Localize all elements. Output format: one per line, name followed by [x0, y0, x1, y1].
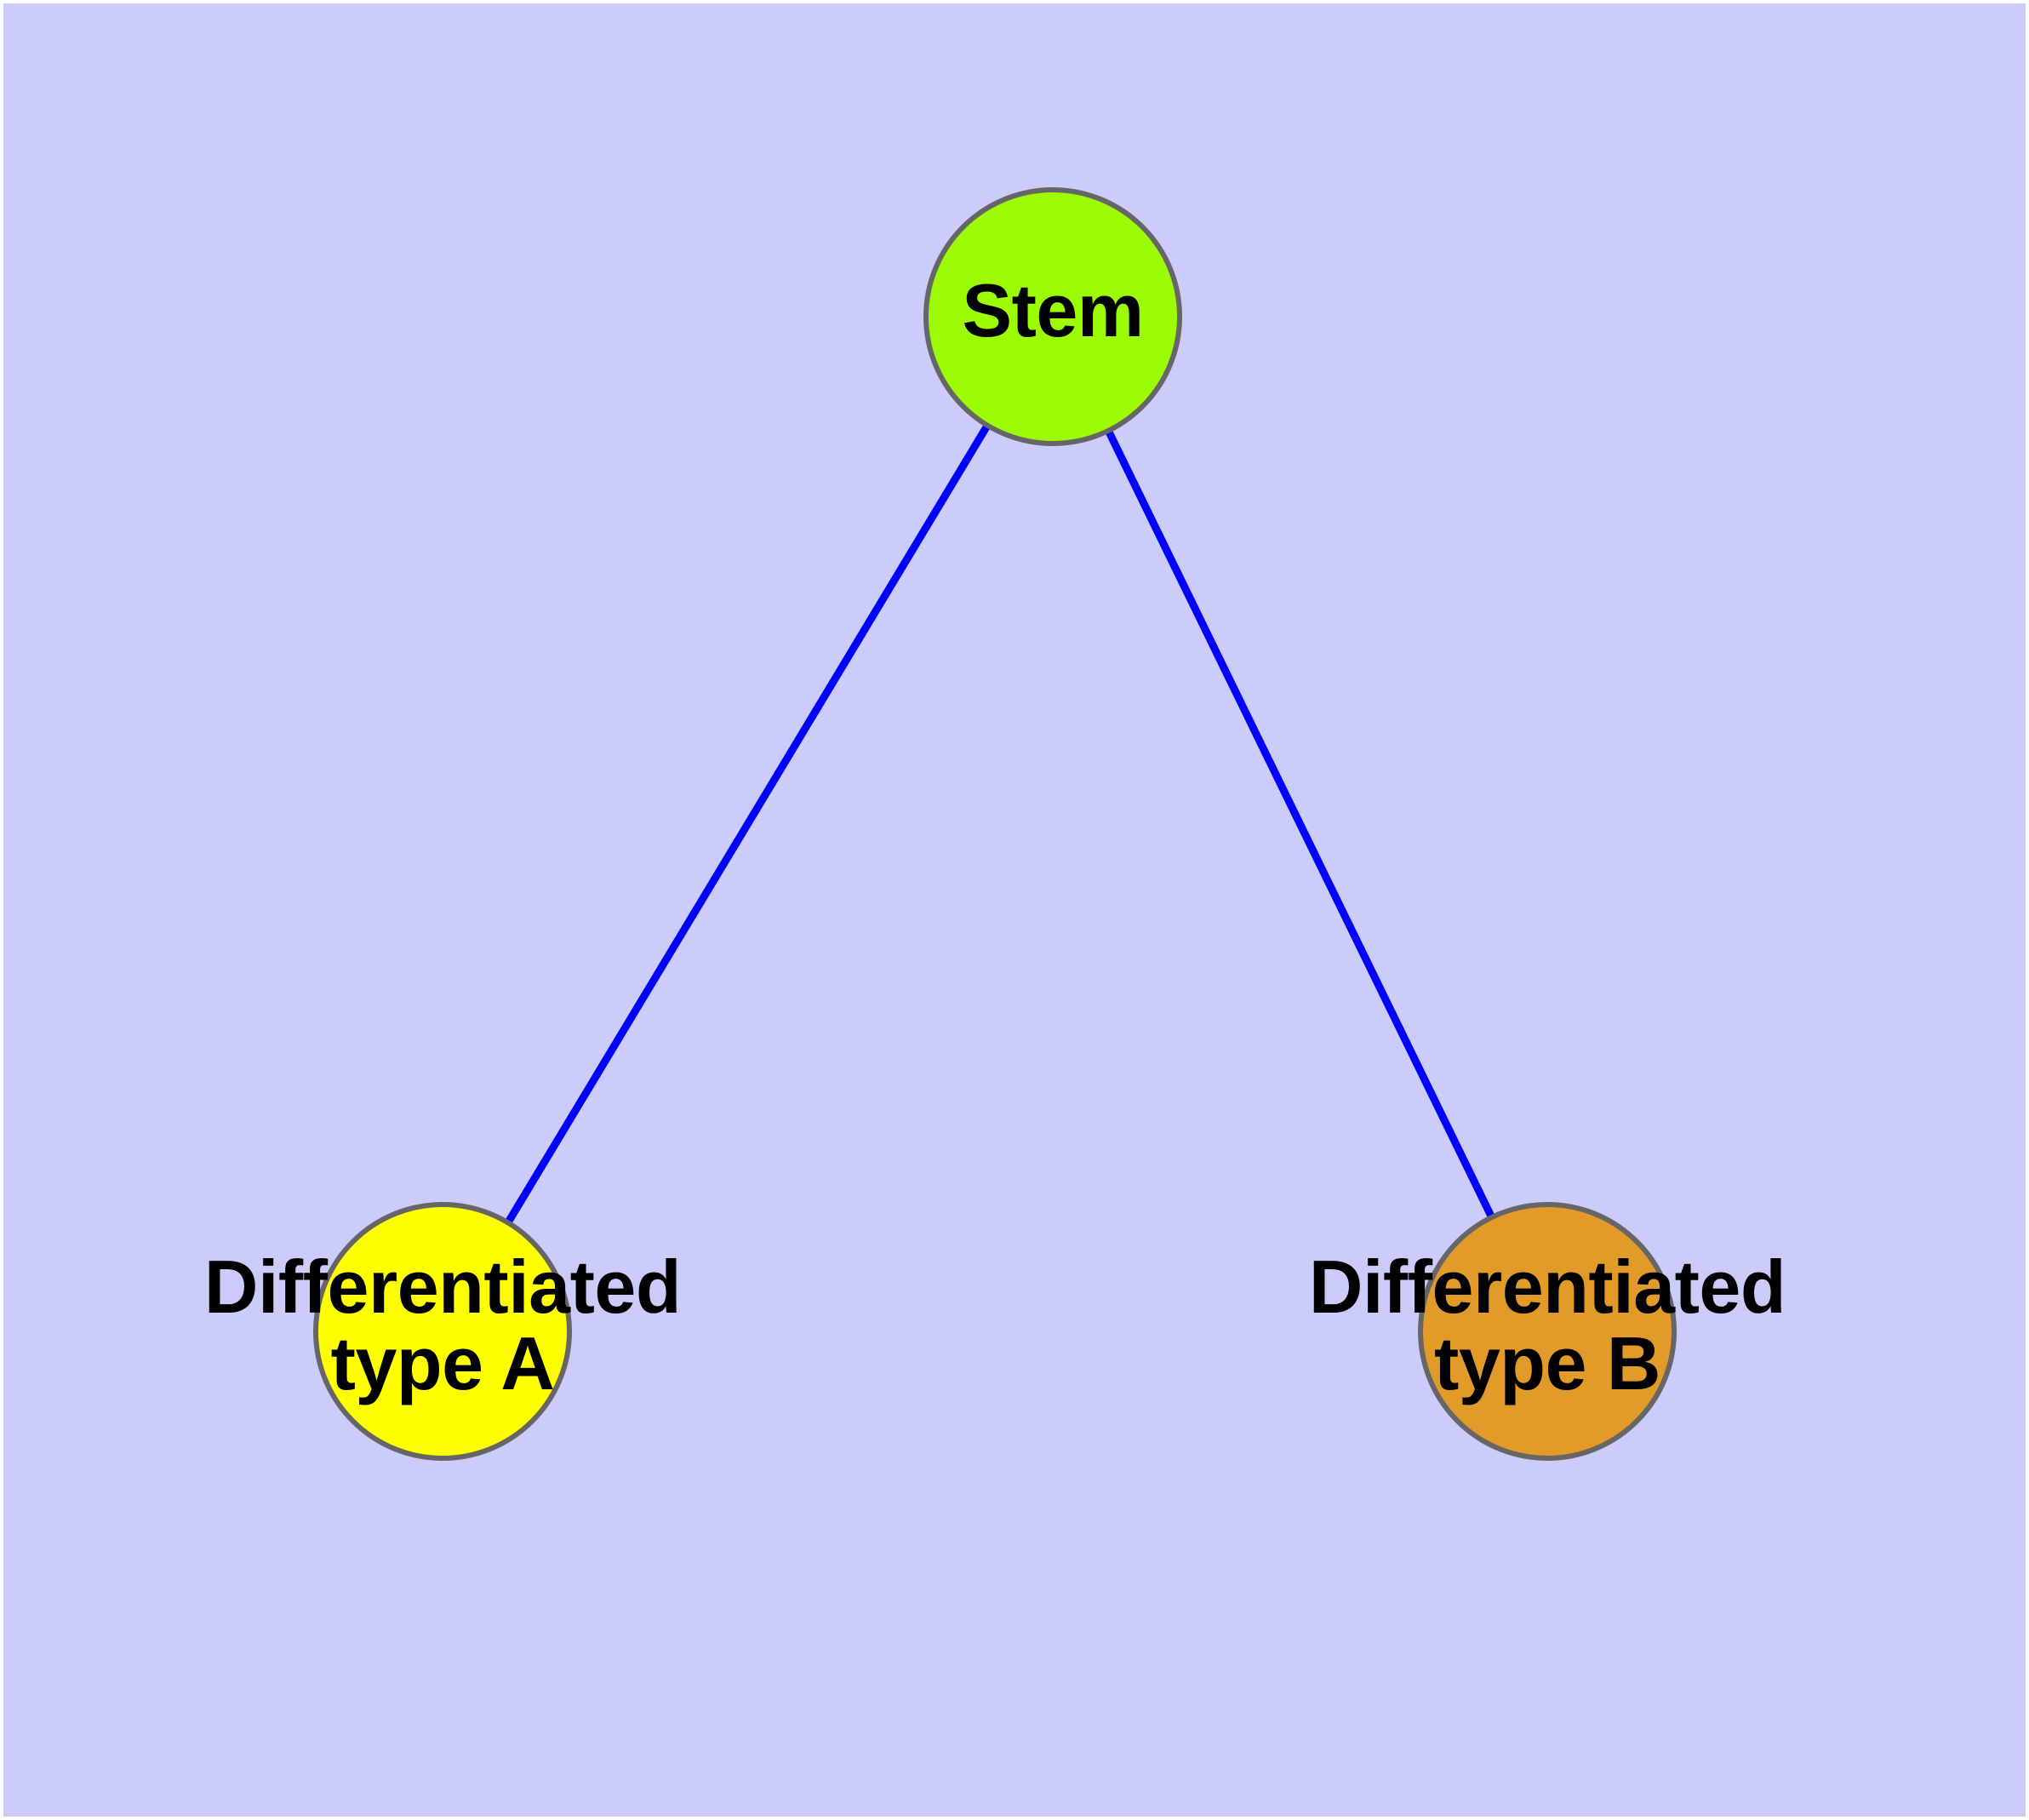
graph-node-diff_b[interactable]: [1418, 1202, 1677, 1461]
nodes-layer: [313, 187, 1677, 1461]
graph-edge-stem-to-diff-b[interactable]: [1105, 429, 1495, 1219]
graph-node-diff_a[interactable]: [313, 1202, 572, 1461]
graph-svg: [313, 187, 1677, 1461]
graph-edge-stem-to-diff-a[interactable]: [505, 424, 991, 1224]
graph-node-stem[interactable]: [923, 187, 1182, 446]
edges-layer: [505, 424, 1495, 1224]
